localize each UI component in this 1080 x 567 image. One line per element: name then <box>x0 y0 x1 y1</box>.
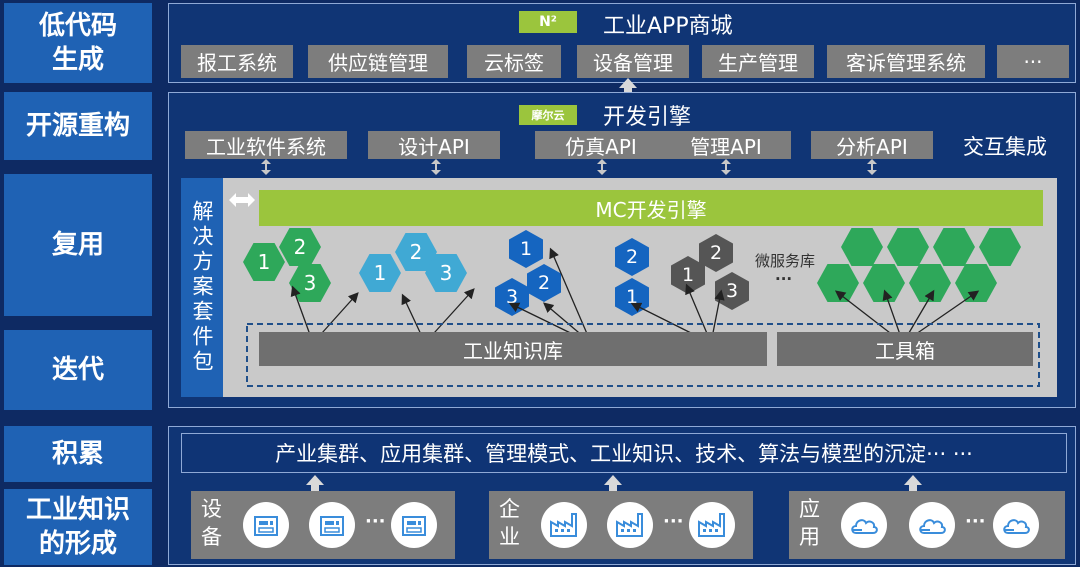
api-analysis[interactable]: 分析API <box>811 131 933 159</box>
app-item-production-mgmt[interactable]: 生产管理 <box>702 45 814 78</box>
app-store-title: 工业APP商城 <box>603 14 733 39</box>
accumulation-banner: 产业集群、应用集群、管理模式、工业知识、技术、算法与模型的沉淀··· ··· <box>181 433 1067 473</box>
factory-icon <box>689 502 735 548</box>
cloud-icon <box>993 502 1039 548</box>
api-link-arrow-5 <box>867 159 877 175</box>
api-link-arrow-3 <box>597 159 607 175</box>
source-up-arrow-3-shaft <box>909 485 917 495</box>
accumulation-panel: 产业集群、应用集群、管理模式、工业知识、技术、算法与模型的沉淀··· ··· 设… <box>168 426 1076 565</box>
side-label-open-source: 开源重构 <box>4 92 152 160</box>
factory-icon <box>607 502 653 548</box>
moerc-badge: 摩尔云 <box>519 105 577 125</box>
knowledge-base-box[interactable]: 工业知识库 <box>259 332 767 366</box>
source-up-arrow-3-icon <box>904 475 922 485</box>
api-industrial-software[interactable]: 工业软件系统 <box>185 131 347 159</box>
equipment-icon <box>309 502 355 548</box>
hex-lightblue-3[interactable]: 3 <box>425 254 467 292</box>
toolbox-box[interactable]: 工具箱 <box>777 332 1033 366</box>
source-up-arrow-1-shaft <box>311 485 319 495</box>
app-item-supply-chain[interactable]: 供应链管理 <box>308 45 448 78</box>
app-store-panel: N² 工业APP商城 报工系统 供应链管理 云标签 设备管理 生产管理 客诉管理… <box>168 3 1076 83</box>
hex-blue-2[interactable]: 2 <box>527 264 561 302</box>
microservice-label: 微服务库 <box>755 252 816 270</box>
equipment-icon <box>391 502 437 548</box>
source-up-arrow-2-shaft <box>609 485 617 495</box>
source-group-equipment[interactable]: 设 备 ··· <box>191 491 455 559</box>
side-label-iterate: 迭代 <box>4 330 152 410</box>
api-link-arrow-4 <box>721 159 731 175</box>
interaction-integration-label: 交互集成 <box>963 135 1047 159</box>
source-label-enterprise: 企 业 <box>499 497 520 549</box>
hex-lightblue-1[interactable]: 1 <box>359 254 401 292</box>
source-label-equipment: 设 备 <box>201 497 222 549</box>
source-up-arrow-2-icon <box>604 475 622 485</box>
api-link-arrow-2 <box>431 159 441 175</box>
app-item-complaint-mgmt[interactable]: 客诉管理系统 <box>827 45 985 78</box>
source-more-enterprise: ··· <box>663 511 684 532</box>
factory-icon <box>541 502 587 548</box>
api-link-arrow-1 <box>261 159 271 175</box>
app-item-cloud-label[interactable]: 云标签 <box>467 45 561 78</box>
dev-engine-title: 开发引擎 <box>603 105 692 130</box>
side-label-knowledge-formation: 工业知识 的形成 <box>4 489 152 565</box>
cloud-icon <box>841 502 887 548</box>
app-item-report[interactable]: 报工系统 <box>181 45 293 78</box>
source-more-application: ··· <box>965 511 986 532</box>
app-item-more[interactable]: ··· <box>997 45 1069 78</box>
bidirectional-arrow-icon <box>229 192 255 207</box>
mc-engine-bar[interactable]: MC开发引擎 <box>259 190 1043 226</box>
source-up-arrow-1-icon <box>306 475 324 485</box>
microservice-more: ··· <box>775 270 793 288</box>
cloud-icon <box>909 502 955 548</box>
dev-engine-panel: 摩尔云 开发引擎 工业软件系统 设计API 仿真API 管理API 分析API … <box>168 92 1076 408</box>
hex-blue-1[interactable]: 1 <box>509 230 543 268</box>
side-label-low-code: 低代码 生成 <box>4 3 152 83</box>
source-more-equipment: ··· <box>365 511 386 532</box>
up-arrow-icon <box>619 78 637 88</box>
n2-badge: N² <box>519 11 577 33</box>
source-group-enterprise[interactable]: 企 业 ··· <box>489 491 753 559</box>
api-design[interactable]: 设计API <box>368 131 500 159</box>
source-label-application: 应 用 <box>799 497 820 549</box>
solution-area: 解决方案套件包 MC开发引擎 1 2 3 1 2 3 1 2 3 2 1 2 1… <box>181 178 1057 397</box>
equipment-icon <box>243 502 289 548</box>
source-group-application[interactable]: 应 用 ··· <box>789 491 1065 559</box>
hex-blue-4[interactable]: 2 <box>615 238 649 276</box>
app-item-equipment-mgmt[interactable]: 设备管理 <box>577 45 689 78</box>
api-simulation[interactable]: 仿真API <box>535 131 667 159</box>
api-management[interactable]: 管理API <box>661 131 791 159</box>
side-label-reuse: 复用 <box>4 174 152 316</box>
side-label-accumulate: 积累 <box>4 426 152 482</box>
solution-package-column: 解决方案套件包 <box>181 178 223 397</box>
